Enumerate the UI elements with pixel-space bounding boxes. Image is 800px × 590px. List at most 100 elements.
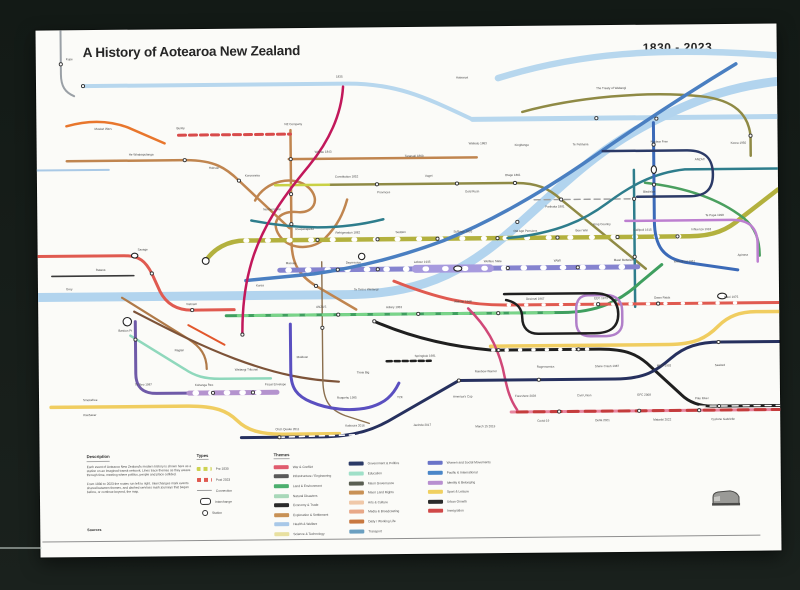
station-marker bbox=[697, 408, 702, 413]
route-gray-dash-right bbox=[533, 198, 636, 201]
station-label: Waterfront 1951 bbox=[674, 259, 696, 263]
station-marker bbox=[515, 219, 520, 225]
station-label: Dawn Raids bbox=[654, 295, 671, 299]
theme-label: Maori Governance bbox=[367, 480, 395, 485]
route-purple-left bbox=[133, 320, 191, 395]
station-marker bbox=[575, 265, 580, 270]
station-label: Aotearoa bbox=[456, 75, 469, 79]
theme-label: Daily / Working Life bbox=[368, 519, 396, 524]
station-label: EEC 1973 bbox=[594, 296, 608, 300]
station-label: Kohanga Reo bbox=[195, 383, 214, 387]
station-label: Boer War bbox=[575, 228, 588, 232]
theme-label: Science & Technology bbox=[293, 531, 325, 537]
route-crimson bbox=[241, 85, 345, 336]
theme-label: War & Conflict bbox=[292, 464, 313, 469]
station-label: Te Papa 1998 bbox=[705, 213, 724, 217]
theme-label: Economy & Trade bbox=[293, 503, 319, 508]
theme-label: Natural Disasters bbox=[292, 493, 318, 498]
interchange-marker bbox=[201, 256, 210, 265]
theme-label: Women and Social Movements bbox=[446, 460, 491, 466]
station-marker bbox=[236, 178, 241, 183]
route-crimson-drop bbox=[466, 307, 519, 412]
station-label: Welfare State bbox=[484, 259, 502, 263]
station-marker bbox=[372, 319, 377, 324]
legend-type-label: Pre 1830 bbox=[215, 466, 229, 471]
station-label: Kororareka bbox=[245, 173, 260, 177]
station-label: Decimal 1967 bbox=[526, 297, 545, 301]
station-marker bbox=[149, 271, 154, 276]
route-olive-thick bbox=[203, 187, 781, 264]
station-label: Bastion Pt bbox=[118, 329, 132, 333]
station-marker bbox=[133, 337, 138, 342]
station-label: Ratana bbox=[96, 268, 106, 272]
station-label: Refrigeration 1882 bbox=[335, 230, 360, 234]
station-marker bbox=[313, 283, 319, 288]
theme-color-swatch bbox=[274, 512, 290, 518]
station-label: Hillary 1953 bbox=[386, 305, 402, 309]
station-label: GFC 2008 bbox=[637, 393, 651, 397]
route-brown-thin-vertical bbox=[321, 261, 370, 425]
route-red-dash-topleft bbox=[176, 132, 292, 137]
station-marker bbox=[496, 311, 501, 316]
station-marker bbox=[496, 348, 501, 353]
station-label: Korea 1950 bbox=[731, 141, 747, 145]
station-label: Musket Wars bbox=[94, 127, 112, 131]
theme-label: Arts & Culture bbox=[368, 499, 388, 505]
station-label: Civil Union bbox=[577, 393, 592, 397]
theme-color-swatch bbox=[349, 509, 365, 514]
station-label: Rainbow Warrior bbox=[475, 369, 497, 373]
route-black-loop bbox=[502, 291, 620, 336]
route-plum-band bbox=[186, 389, 280, 396]
route-orange-left bbox=[65, 120, 166, 145]
station-label: 1835 bbox=[336, 75, 343, 79]
station-marker bbox=[654, 116, 659, 121]
station-marker bbox=[277, 435, 282, 440]
route-black-main bbox=[372, 319, 782, 408]
station-marker bbox=[315, 237, 320, 242]
legend-type-label: Connection bbox=[215, 488, 233, 493]
station-label: Depression bbox=[346, 260, 362, 264]
station-label: Pike River bbox=[695, 396, 709, 400]
theme-label: Exploration & Settlement bbox=[293, 512, 329, 517]
theme-label: Infrastructure / Engineering bbox=[292, 474, 332, 479]
station-label: Kupe bbox=[66, 57, 73, 61]
station-label: March 15 2019 bbox=[475, 424, 495, 428]
station-label: Vietnam bbox=[186, 302, 197, 306]
station-label: Springbok 1981 bbox=[415, 354, 436, 358]
route-sky-right bbox=[469, 113, 780, 122]
station-marker bbox=[536, 377, 541, 382]
station-label: Kingitanga bbox=[515, 143, 530, 147]
theme-label: Health & Welfare bbox=[293, 522, 318, 527]
van-icon bbox=[712, 490, 741, 506]
station-label: KiwiSaver bbox=[83, 413, 96, 417]
description-header: Description bbox=[86, 453, 110, 462]
station-marker bbox=[632, 196, 637, 201]
credit-label: Sources bbox=[87, 527, 102, 533]
legend-type-label: Interchange bbox=[214, 499, 232, 504]
legend-theme-row: Science & Technology bbox=[274, 529, 352, 539]
station-label: Suffrage 1893 bbox=[453, 229, 472, 233]
types-header: Types bbox=[196, 452, 209, 461]
theme-label: Pacific & International bbox=[446, 470, 478, 475]
route-salmon-right bbox=[392, 279, 781, 307]
station-label: MMP 1993 bbox=[657, 363, 672, 367]
station-label: Te Petihana bbox=[573, 142, 589, 146]
theme-label: Urban Growth bbox=[447, 499, 467, 504]
theme-color-swatch bbox=[273, 484, 289, 489]
theme-color-swatch bbox=[348, 471, 364, 476]
station-marker bbox=[716, 339, 721, 345]
route-navy-hook bbox=[601, 149, 715, 199]
station-label: Massey bbox=[286, 261, 297, 265]
station-marker bbox=[717, 403, 722, 409]
station-label: Te Tiriti o Waitangi bbox=[354, 287, 379, 291]
station-label: Maori Battalion bbox=[614, 258, 634, 262]
route-chartreuse bbox=[273, 183, 331, 187]
station-label: Wahine 1968 bbox=[454, 299, 472, 303]
route-gold-right bbox=[488, 309, 781, 348]
route-tan-horizontal bbox=[287, 156, 478, 161]
station-label: Parihaka 1881 bbox=[545, 204, 565, 208]
route-plum-ticks bbox=[192, 389, 276, 396]
station-label: Otago 1861 bbox=[505, 173, 521, 177]
